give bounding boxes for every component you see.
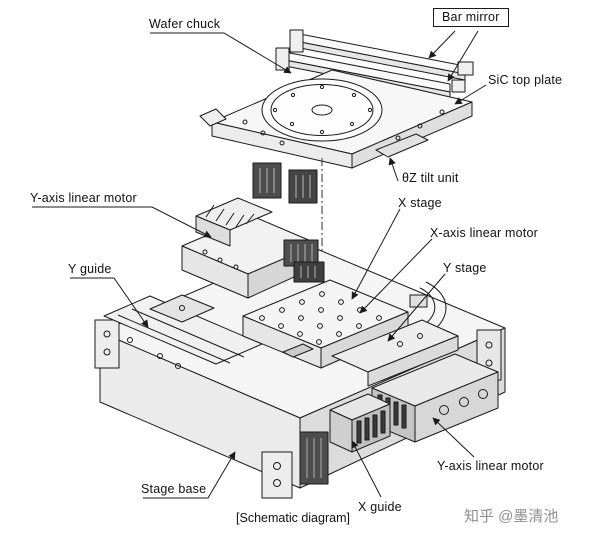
label-x-stage: X stage <box>398 196 442 210</box>
y-stage-shape <box>331 319 459 387</box>
watermark-text: 知乎 @墨清池 <box>464 508 559 525</box>
leader-sic-top-plate <box>454 84 487 105</box>
label-bar-mirror: Bar mirror <box>433 8 509 27</box>
tilt-unit-shape <box>252 133 429 204</box>
leader-lines <box>32 30 487 499</box>
label-theta-z-tilt-unit: θZ tilt unit <box>402 171 459 185</box>
leader-y-guide <box>70 277 149 328</box>
leader-y-stage <box>387 273 446 342</box>
label-y-stage: Y stage <box>443 261 487 275</box>
label-y-axis-linear-motor-left: Y-axis linear motor <box>30 191 137 205</box>
leader-wafer-chuck <box>150 32 292 74</box>
leader-y-axis-linear-motor-right <box>432 417 475 458</box>
leader-x-axis-linear-motor <box>359 238 433 314</box>
leader-x-guide <box>351 440 382 498</box>
leader-y-axis-linear-motor-left <box>32 206 212 238</box>
label-stage-base: Stage base <box>141 482 207 496</box>
y-guide-shape <box>103 294 263 365</box>
label-wafer-chuck: Wafer chuck <box>149 17 221 31</box>
label-y-guide: Y guide <box>68 262 112 276</box>
leader-bar-mirror-2 <box>447 30 479 82</box>
diagram-caption: [Schematic diagram] <box>236 511 350 525</box>
leader-tilt-unit <box>388 157 399 182</box>
label-y-axis-linear-motor-right: Y-axis linear motor <box>437 459 544 473</box>
x-guide-shape <box>329 393 391 453</box>
wafer-chuck-shape <box>261 78 383 142</box>
label-x-guide: X guide <box>358 500 402 514</box>
y-axis-linear-motor-left-shape <box>181 197 325 299</box>
leader-bar-mirror-1 <box>428 30 456 59</box>
leader-stage-base <box>143 451 236 499</box>
label-x-axis-linear-motor: X-axis linear motor <box>430 226 538 240</box>
label-sic-top-plate: SiC top plate <box>488 73 563 87</box>
leader-x-stage <box>351 208 401 300</box>
